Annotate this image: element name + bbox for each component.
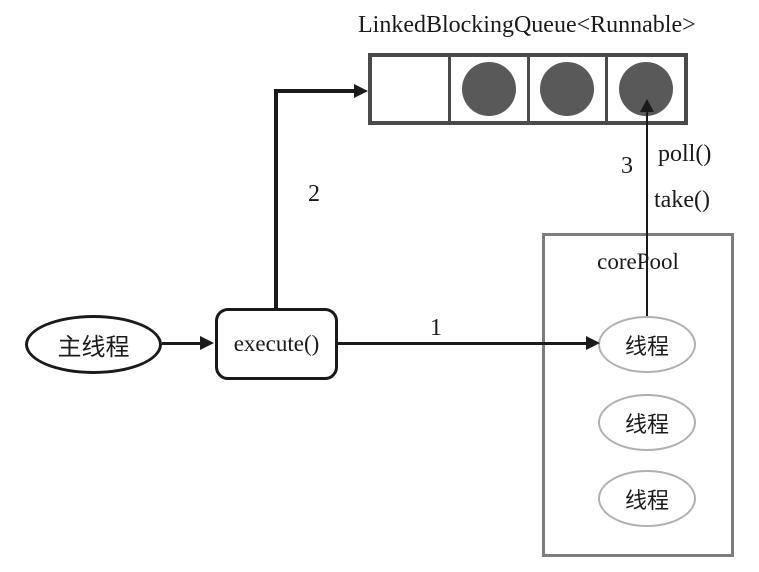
step1-arrow-line	[337, 342, 587, 345]
step1-arrowhead-icon	[586, 336, 600, 350]
step2-arrow-horizontal-line	[274, 89, 356, 93]
core-pool-title: corePool	[597, 249, 679, 274]
thread-label-2: 线程	[624, 411, 669, 437]
thread-ellipse-3: 线程	[598, 470, 696, 527]
step3-arrow-line	[646, 108, 648, 316]
execute-label: execute()	[233, 331, 320, 356]
thread-label-1: 线程	[624, 333, 669, 359]
step2-arrow-vertical-line	[274, 89, 278, 310]
thread-ellipse-1: 线程	[598, 316, 696, 373]
task-circle	[540, 62, 595, 116]
take-label: take()	[654, 187, 710, 213]
queue-cell	[451, 57, 530, 121]
main-to-execute-line	[162, 342, 202, 345]
thread-ellipse-2: 线程	[598, 394, 696, 451]
main-to-execute-arrowhead-icon	[200, 336, 214, 350]
queue-title: LinkedBlockingQueue<Runnable>	[358, 12, 696, 38]
step3-label: 3	[621, 153, 633, 179]
queue-cell	[372, 57, 451, 121]
thread-label-3: 线程	[624, 487, 669, 513]
step1-label: 1	[430, 315, 442, 341]
blocking-queue	[368, 53, 688, 125]
task-circle	[461, 62, 516, 116]
queue-cell	[530, 57, 609, 121]
main-thread-label: 主线程	[57, 335, 130, 361]
poll-label: poll()	[658, 141, 712, 167]
step2-label: 2	[308, 181, 320, 207]
step2-arrowhead-icon	[354, 84, 368, 98]
main-thread-ellipse: 主线程	[25, 315, 162, 374]
execute-box: execute()	[215, 308, 338, 380]
step3-arrowhead-icon	[640, 99, 654, 112]
